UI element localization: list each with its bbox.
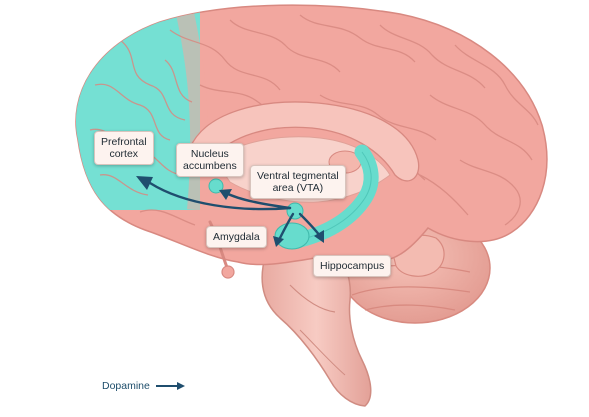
nucleus-accumbens-node	[208, 178, 224, 194]
label-amygdala-text: Amygdala	[213, 231, 260, 243]
legend-dopamine-label: Dopamine	[102, 380, 150, 392]
dopamine-pathways	[148, 181, 322, 242]
label-vta-line2: area (VTA)	[272, 182, 324, 194]
label-prefrontal-cortex-line1: Prefrontal	[101, 136, 147, 148]
label-vta: Ventral tegmental area (VTA)	[250, 165, 346, 199]
label-nucleus-accumbens-line1: Nucleus	[190, 148, 229, 160]
label-prefrontal-cortex-line2: cortex	[109, 148, 139, 160]
label-nucleus-accumbens: Nucleus accumbens	[176, 143, 244, 177]
pathway-arrowheads	[136, 176, 324, 247]
label-vta-line1: Ventral tegmental	[257, 170, 339, 182]
pathway-to-prefrontal-cortex	[148, 181, 292, 211]
arrowhead-accumbens	[219, 189, 232, 200]
arrowhead-amygdala	[273, 236, 284, 247]
label-prefrontal-cortex: Prefrontal cortex	[94, 131, 154, 165]
legend: Dopamine	[102, 380, 186, 392]
brainstem	[261, 244, 372, 407]
arrowhead-prefrontal	[136, 176, 153, 190]
vta-node	[286, 202, 304, 220]
legend-arrow-icon	[155, 382, 185, 390]
cerebrum	[75, 4, 548, 266]
pathway-to-amygdala	[277, 212, 295, 242]
pathway-to-nucleus-accumbens	[224, 191, 292, 210]
label-hippocampus: Hippocampus	[313, 255, 392, 277]
label-hippocampus-text: Hippocampus	[320, 260, 385, 272]
arrowhead-hippocampus	[314, 230, 324, 243]
label-nucleus-accumbens-line2: accumbens	[183, 160, 237, 172]
label-amygdala: Amygdala	[206, 226, 267, 248]
